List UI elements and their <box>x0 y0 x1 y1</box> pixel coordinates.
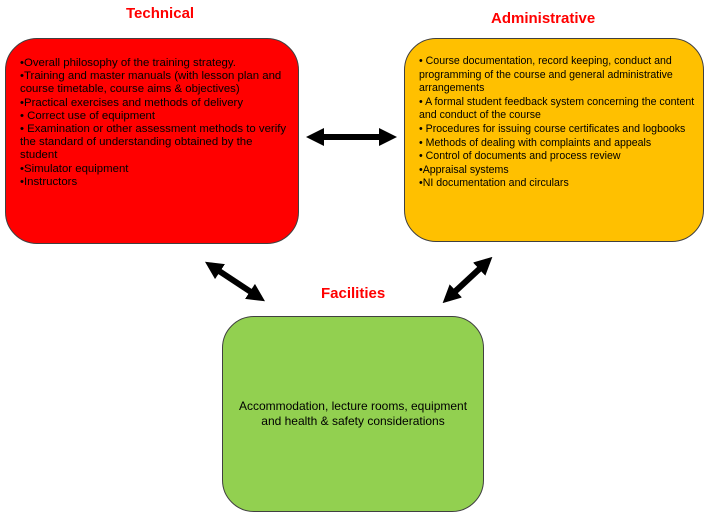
technical-list: •Overall philosophy of the training stra… <box>20 57 292 189</box>
technical-heading: Technical <box>126 5 195 22</box>
technical-item: •Instructors <box>20 175 78 188</box>
facilities-box: Accommodation, lecture rooms, equipment … <box>222 316 484 512</box>
facilities-heading: Facilities <box>321 285 386 302</box>
administrative-item: • Procedures for issuing course certific… <box>419 122 686 135</box>
administrative-item: •NI documentation and circulars <box>419 177 569 190</box>
technical-item: •Training and master manuals (with lesso… <box>20 70 282 96</box>
arrow-technical-facilities <box>204 261 266 302</box>
technical-item: • Correct use of equipment <box>20 109 156 122</box>
administrative-item: •Appraisal systems <box>419 163 509 176</box>
administrative-item: • Methods of dealing with complaints and… <box>419 136 652 149</box>
arrow-administrative-facilities <box>442 256 493 304</box>
administrative-list: • Course documentation, record keeping, … <box>419 55 697 191</box>
administrative-item: • Control of documents and process revie… <box>419 150 621 163</box>
administrative-box: • Course documentation, record keeping, … <box>404 38 704 242</box>
technical-item: •Practical exercises and methods of deli… <box>20 96 244 109</box>
administrative-item: • Course documentation, record keeping, … <box>419 55 673 95</box>
administrative-heading: Administrative <box>491 10 596 27</box>
technical-item: • Examination or other assessment method… <box>20 123 287 162</box>
technical-box: •Overall philosophy of the training stra… <box>5 38 299 244</box>
technical-item: •Simulator equipment <box>20 162 129 175</box>
administrative-item: • A formal student feedback system conce… <box>419 95 695 122</box>
technical-item: •Overall philosophy of the training stra… <box>20 57 236 69</box>
facilities-text: Accommodation, lecture rooms, equipment … <box>238 399 468 428</box>
